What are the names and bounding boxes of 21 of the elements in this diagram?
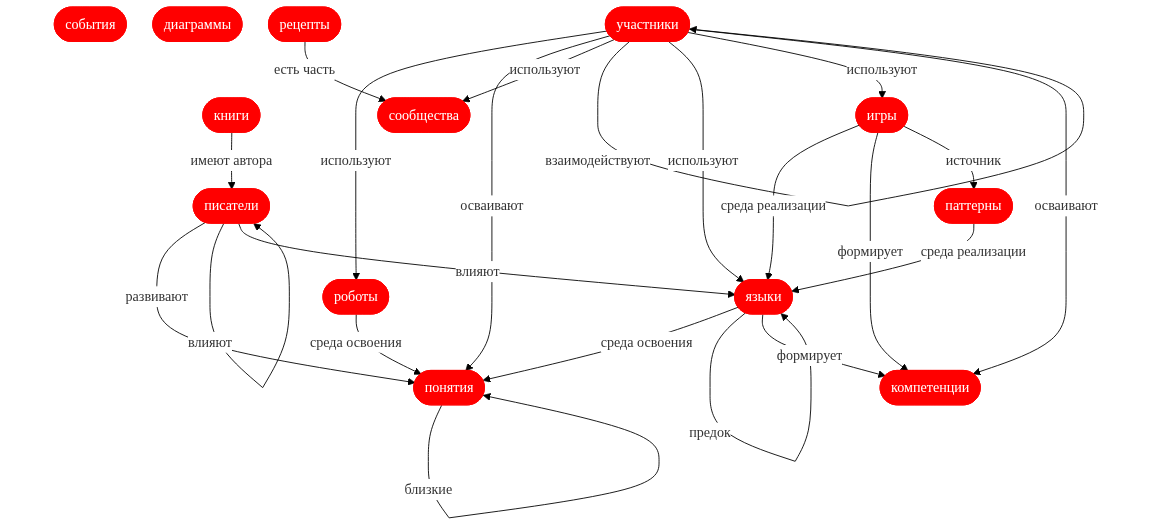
edge-label: имеют автора — [190, 152, 273, 168]
edge-label: среда реализации — [720, 198, 827, 213]
edge-label: используют — [667, 152, 739, 168]
edge-label: есть часть — [273, 61, 336, 77]
edge-label: взаимодействуют — [545, 152, 651, 168]
edge-label: источник — [945, 152, 1002, 168]
edge-label: влияют — [187, 334, 233, 350]
edge-label: используют — [509, 61, 581, 77]
edge-label: среда реализации — [920, 243, 1027, 259]
edge-label: осваивают — [460, 198, 524, 213]
edge-label: среда освоения — [309, 334, 402, 350]
edge-label: формирует — [776, 347, 843, 363]
edge-label: используют — [320, 152, 392, 168]
edge-label: предок — [689, 425, 731, 441]
edge-label: используют — [846, 61, 918, 77]
edge-label: близкие — [404, 481, 453, 497]
edge-label: влияют — [455, 263, 500, 279]
edge-label: развивают — [125, 288, 188, 304]
edge-label: осваивают — [1034, 198, 1098, 213]
edge-label: формирует — [837, 243, 904, 259]
edge-label: среда освоения — [600, 334, 693, 350]
